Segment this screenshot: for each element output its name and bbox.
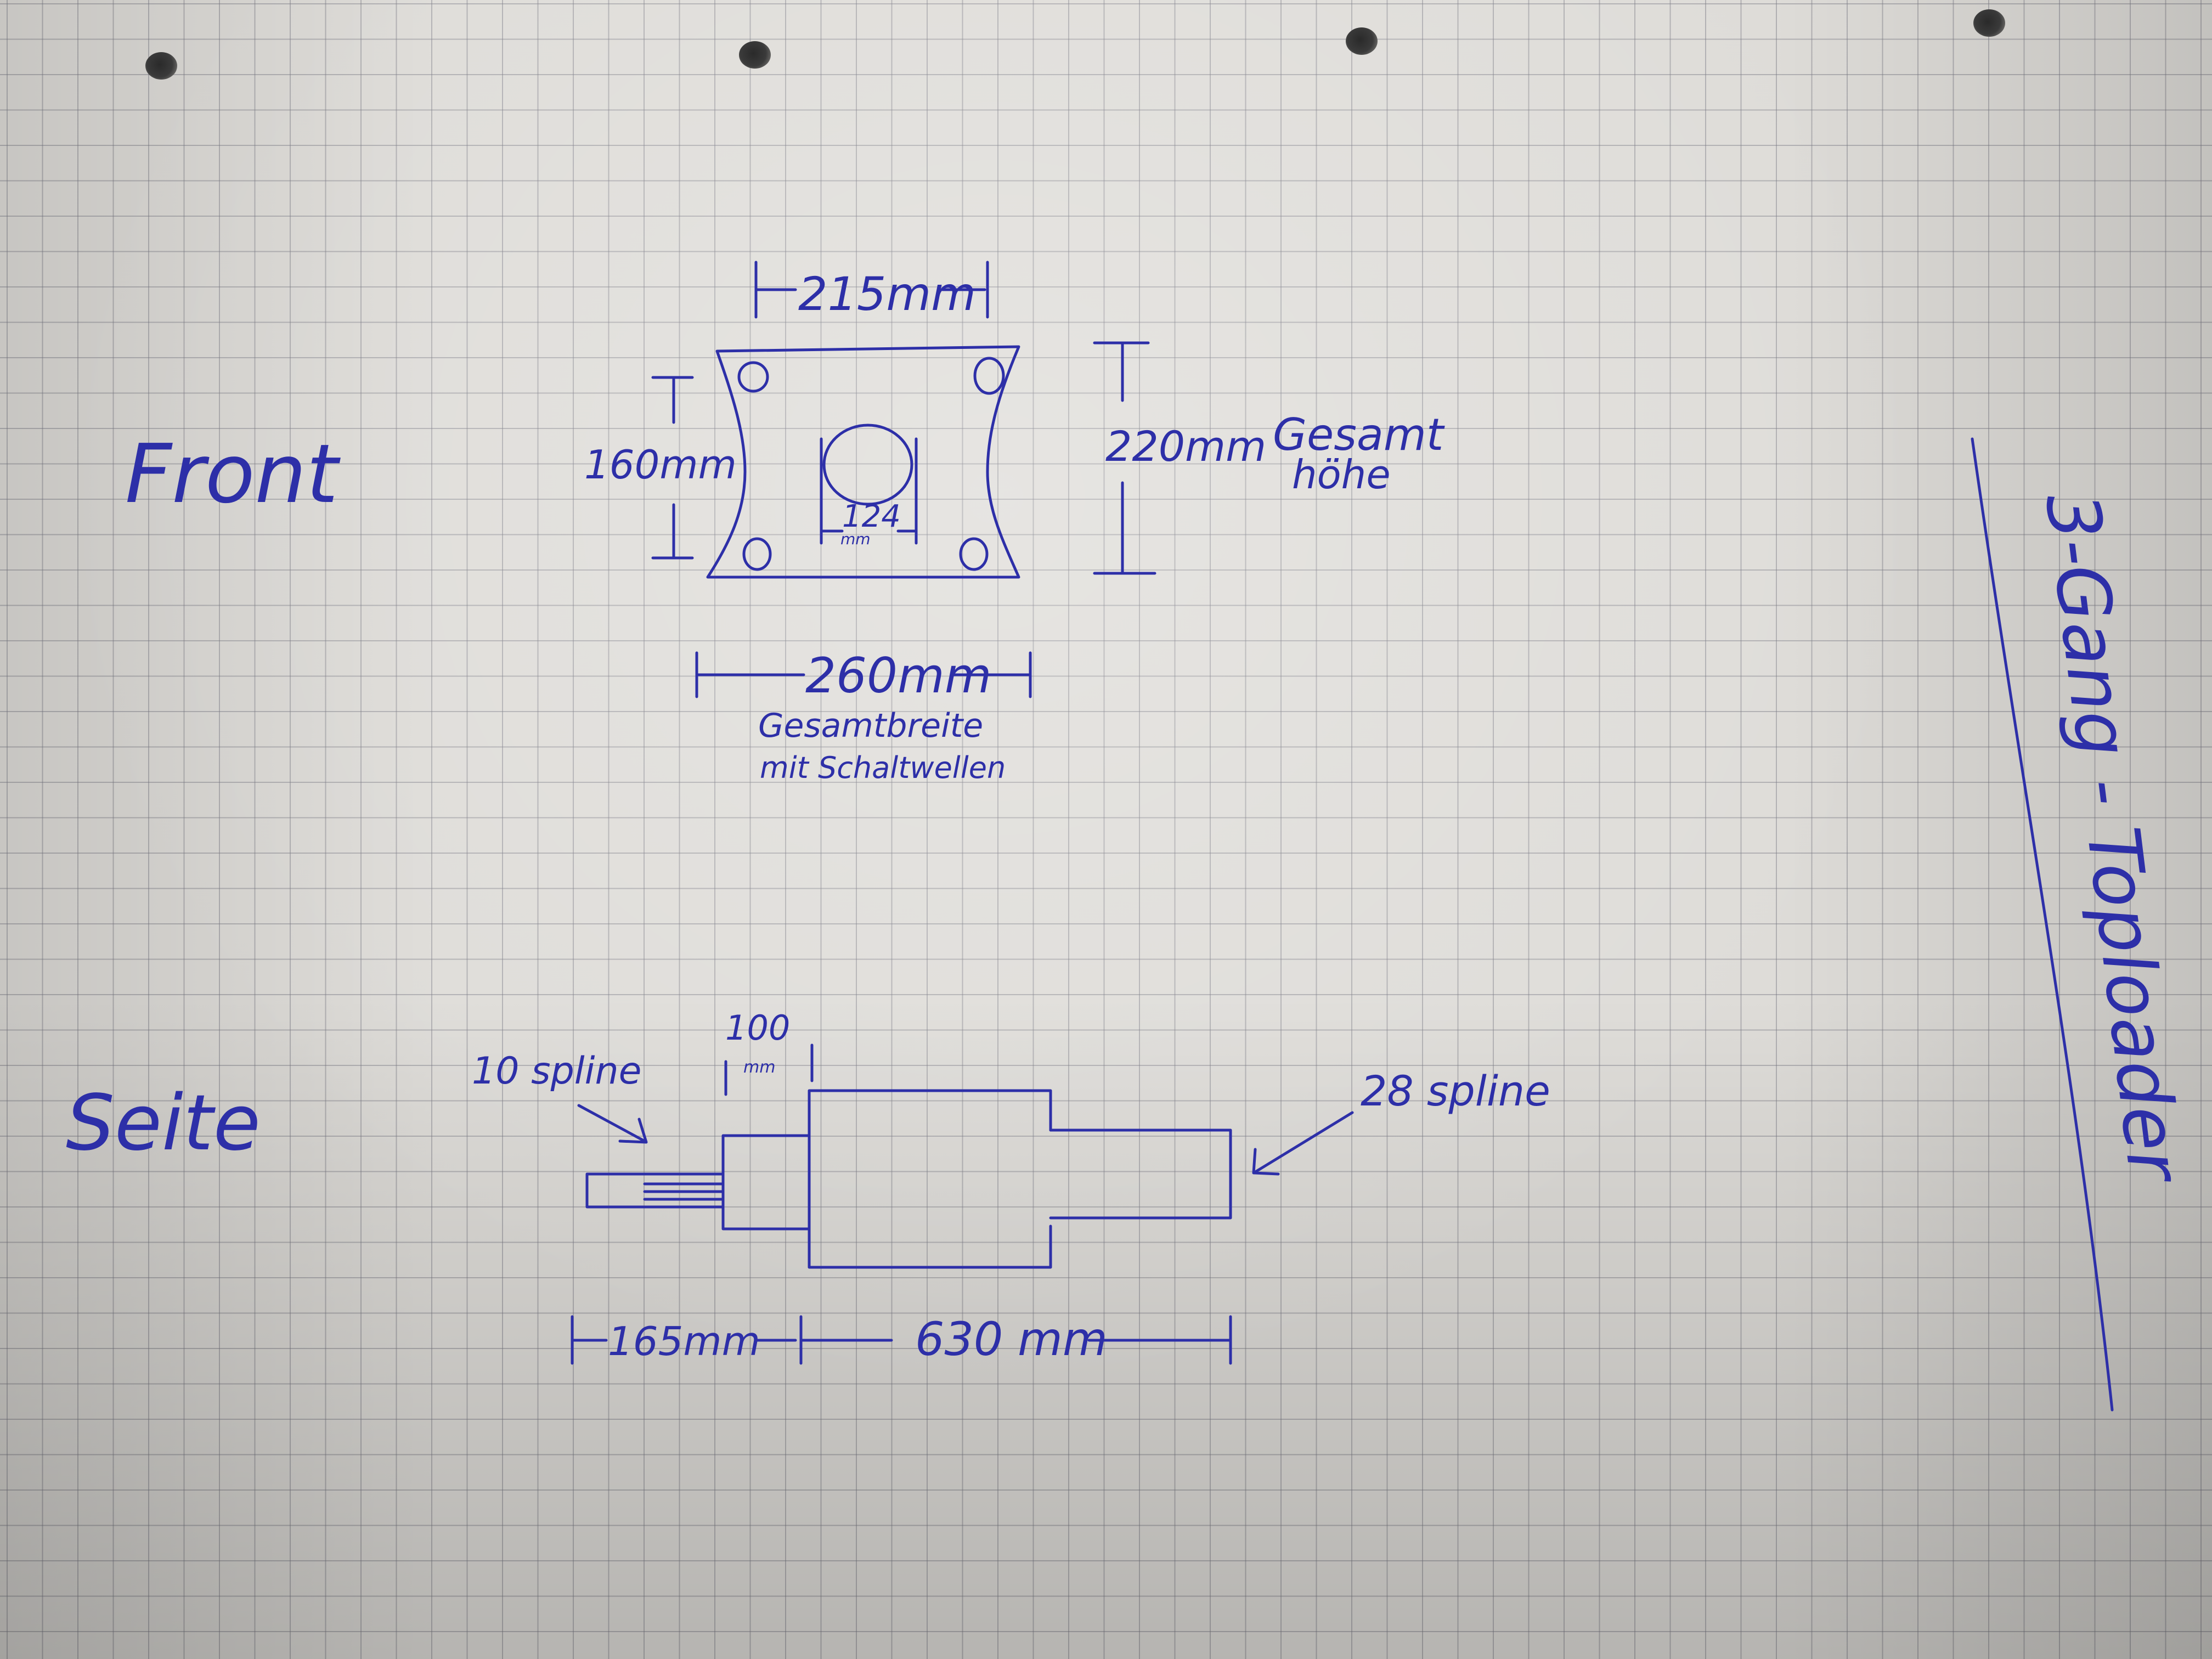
dim-top-width-label: 215mm [798, 267, 976, 321]
dim-total-width-label: 260mm [805, 647, 991, 704]
housing-outline [706, 345, 1020, 579]
dim-top-width: 215mm [754, 261, 989, 321]
total-width-note-2: mit Schaltwellen [760, 751, 1006, 785]
side-view: Seite 10 spline 100 mm 28 spline 165mm [66, 1008, 1550, 1366]
tail-housing [1049, 1128, 1232, 1220]
bore-dim-lines [820, 437, 918, 545]
front-housing [721, 1134, 811, 1231]
bore-label: 124 [842, 499, 901, 534]
total-height-note-1: Gesamt [1273, 409, 1445, 460]
input-len-dim [724, 1043, 814, 1096]
input-len-label: 100 [725, 1008, 790, 1048]
punch-hole-3 [1346, 27, 1378, 55]
center-bore [822, 424, 913, 506]
input-len-unit: mm [743, 1058, 775, 1077]
vertical-title: 3-Gang - Toploader [2029, 488, 2197, 1189]
input-spline-arrow [577, 1104, 648, 1144]
bolt-hole-bottom-left [742, 537, 772, 571]
dim-total-width: 260mm Gesamtbreite mit Schaltwellen [695, 647, 1032, 785]
punch-hole-1 [145, 52, 177, 80]
input-shaft [585, 1172, 725, 1209]
len-front-label: 165mm [608, 1318, 760, 1364]
title-underline [1971, 437, 2114, 1412]
total-width-note-1: Gesamtbreite [758, 707, 983, 745]
bolt-hole-top-right [973, 357, 1005, 395]
punch-hole-2 [739, 41, 771, 69]
dim-lengths: 165mm 630 mm [571, 1312, 1232, 1366]
vertical-title-group: 3-Gang - Toploader [1971, 437, 2198, 1412]
bolt-hole-top-left [737, 361, 769, 393]
output-spline-arrow [1252, 1111, 1354, 1176]
main-case [808, 1089, 1052, 1269]
front-label: Front [125, 427, 341, 521]
dim-total-height: 220mm Gesamt höhe [1093, 341, 1445, 575]
total-height-note-2: höhe [1292, 452, 1391, 498]
bolt-hole-bottom-right [959, 537, 989, 571]
punch-hole-4 [1973, 9, 2005, 37]
front-view: Front 215mm 124 mm 160mm [125, 261, 1445, 785]
side-label: Seite [66, 1079, 261, 1168]
dim-side-height: 160mm [584, 376, 737, 560]
input-spline-label: 10 spline [472, 1049, 641, 1093]
dim-side-height-label: 160mm [584, 442, 737, 488]
bore-unit: mm [840, 530, 871, 548]
len-main-label: 630 mm [915, 1312, 1108, 1366]
output-spline-label: 28 spline [1361, 1066, 1550, 1115]
dim-total-height-label: 220mm [1105, 422, 1266, 471]
